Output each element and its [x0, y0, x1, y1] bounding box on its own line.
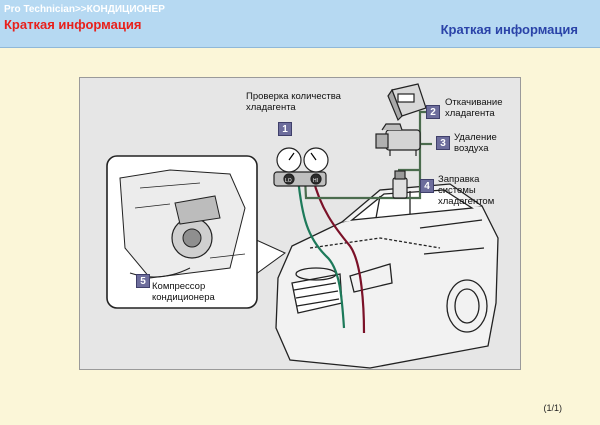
page-title: Краткая информация: [4, 17, 142, 32]
step-badge-2: 2: [426, 105, 440, 119]
vacuum-pump: [375, 123, 421, 156]
step-label-3: Удаление воздуха: [454, 132, 497, 154]
header-bar: Pro Technician>>КОНДИЦИОНЕР Краткая инфо…: [0, 0, 600, 48]
step-label-1: Проверка количества хладагента: [246, 91, 341, 113]
step-badge-4: 4: [420, 179, 434, 193]
step-label-4: Заправка системы хладагентом: [438, 174, 495, 207]
high-pressure-hose: [311, 177, 366, 334]
manifold-gauge-set: [273, 147, 329, 187]
refrigerant-can: [392, 170, 408, 199]
breadcrumb[interactable]: Pro Technician>>КОНДИЦИОНЕР: [4, 4, 165, 15]
section-title: Краткая информация: [440, 22, 578, 37]
low-pressure-hose: [296, 177, 346, 329]
page-indicator: (1/1): [543, 403, 562, 413]
step-badge-3: 3: [436, 136, 450, 150]
step-label-2: Откачивание хладагента: [445, 97, 503, 119]
diagram-drawing: LO HI: [106, 83, 499, 369]
step-badge-1: 1: [278, 122, 292, 136]
ac-service-diagram: LO HI 1 П: [79, 77, 521, 370]
gauge-lo-text: LO: [285, 178, 292, 184]
step-badge-5: 5: [136, 274, 150, 288]
car-illustration: [275, 183, 499, 369]
gauge-hi-text: HI: [313, 178, 318, 184]
step-label-5: Компрессор кондиционера: [152, 281, 215, 303]
compressor-inset: [106, 155, 286, 309]
